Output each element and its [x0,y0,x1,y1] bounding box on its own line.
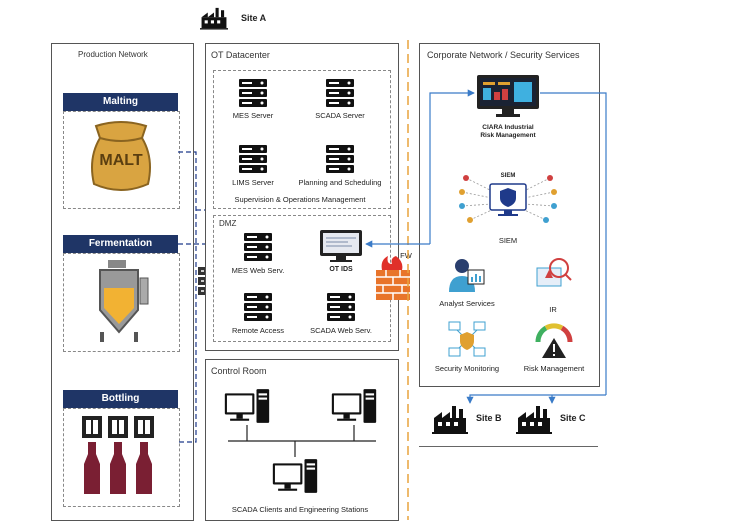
security-monitoring-label: Security Monitoring [434,364,500,373]
siem-cluster-icon [459,175,557,223]
corporate-network-title: Corporate Network / Security Services [427,50,580,60]
site-a-label: Site A [241,13,267,23]
mes-web-label: MES Web Serv. [231,266,285,275]
ciara-label-line2: Risk Management [480,132,536,139]
factory-icon [516,404,552,434]
scada-web-label: SCADA Web Serv. [310,326,372,335]
risk-gauge-icon [535,323,573,358]
ciara-dashboard-icon [477,75,539,117]
control-room-title: Control Room [211,366,267,376]
ot-datacenter-title: OT Datacenter [211,50,270,60]
ot-ids-monitor-icon [320,230,362,262]
supervision-zone [213,70,391,209]
planning-label: Planning and Scheduling [298,178,382,187]
site-b-label: Site B [476,413,502,423]
incident-response-icon [536,258,572,287]
fw-label: FW [400,251,412,260]
analyst-icon [449,259,485,292]
firewall-icon [376,256,410,300]
malting-header: Malting [63,93,178,111]
malt-sack-icon: MALT [91,121,151,191]
ciara-label-line1: CIARA Industrial [482,124,534,131]
mes-server-label: MES Server [232,111,274,120]
scada-server-label: SCADA Server [315,111,365,120]
ot-ids-label: OT IDS [329,266,353,273]
analyst-label: Analyst Services [439,299,495,308]
bottling-header: Bottling [63,390,178,408]
scada-clients-label: SCADA Clients and Engineering Stations [231,505,369,514]
lims-server-label: LIMS Server [232,178,274,187]
control-room-panel [205,359,399,521]
ot-datacenter-panel [205,43,399,351]
dmz-title: DMZ [219,219,237,228]
malt-text: MALT [99,152,142,169]
bottling-machine-icon [82,416,154,494]
fermentation-box [63,253,180,352]
fermentation-tank-icon [99,260,149,342]
production-network-title: Production Network [78,50,148,59]
sites-divider [419,446,598,447]
supervision-label: Supervision & Operations Management [234,195,366,204]
risk-management-label: Risk Management [523,364,585,373]
ir-label: IR [549,305,557,314]
fermentation-header: Fermentation [63,235,178,253]
siem-label: SIEM [498,236,518,245]
factory-icon [432,404,468,434]
bottling-box [63,408,180,507]
siem-top-label: SIEM [500,173,516,179]
remote-access-label: Remote Access [231,326,285,335]
malting-box [63,111,180,209]
security-monitoring-icon [448,321,486,357]
site-c-label: Site C [560,413,586,423]
